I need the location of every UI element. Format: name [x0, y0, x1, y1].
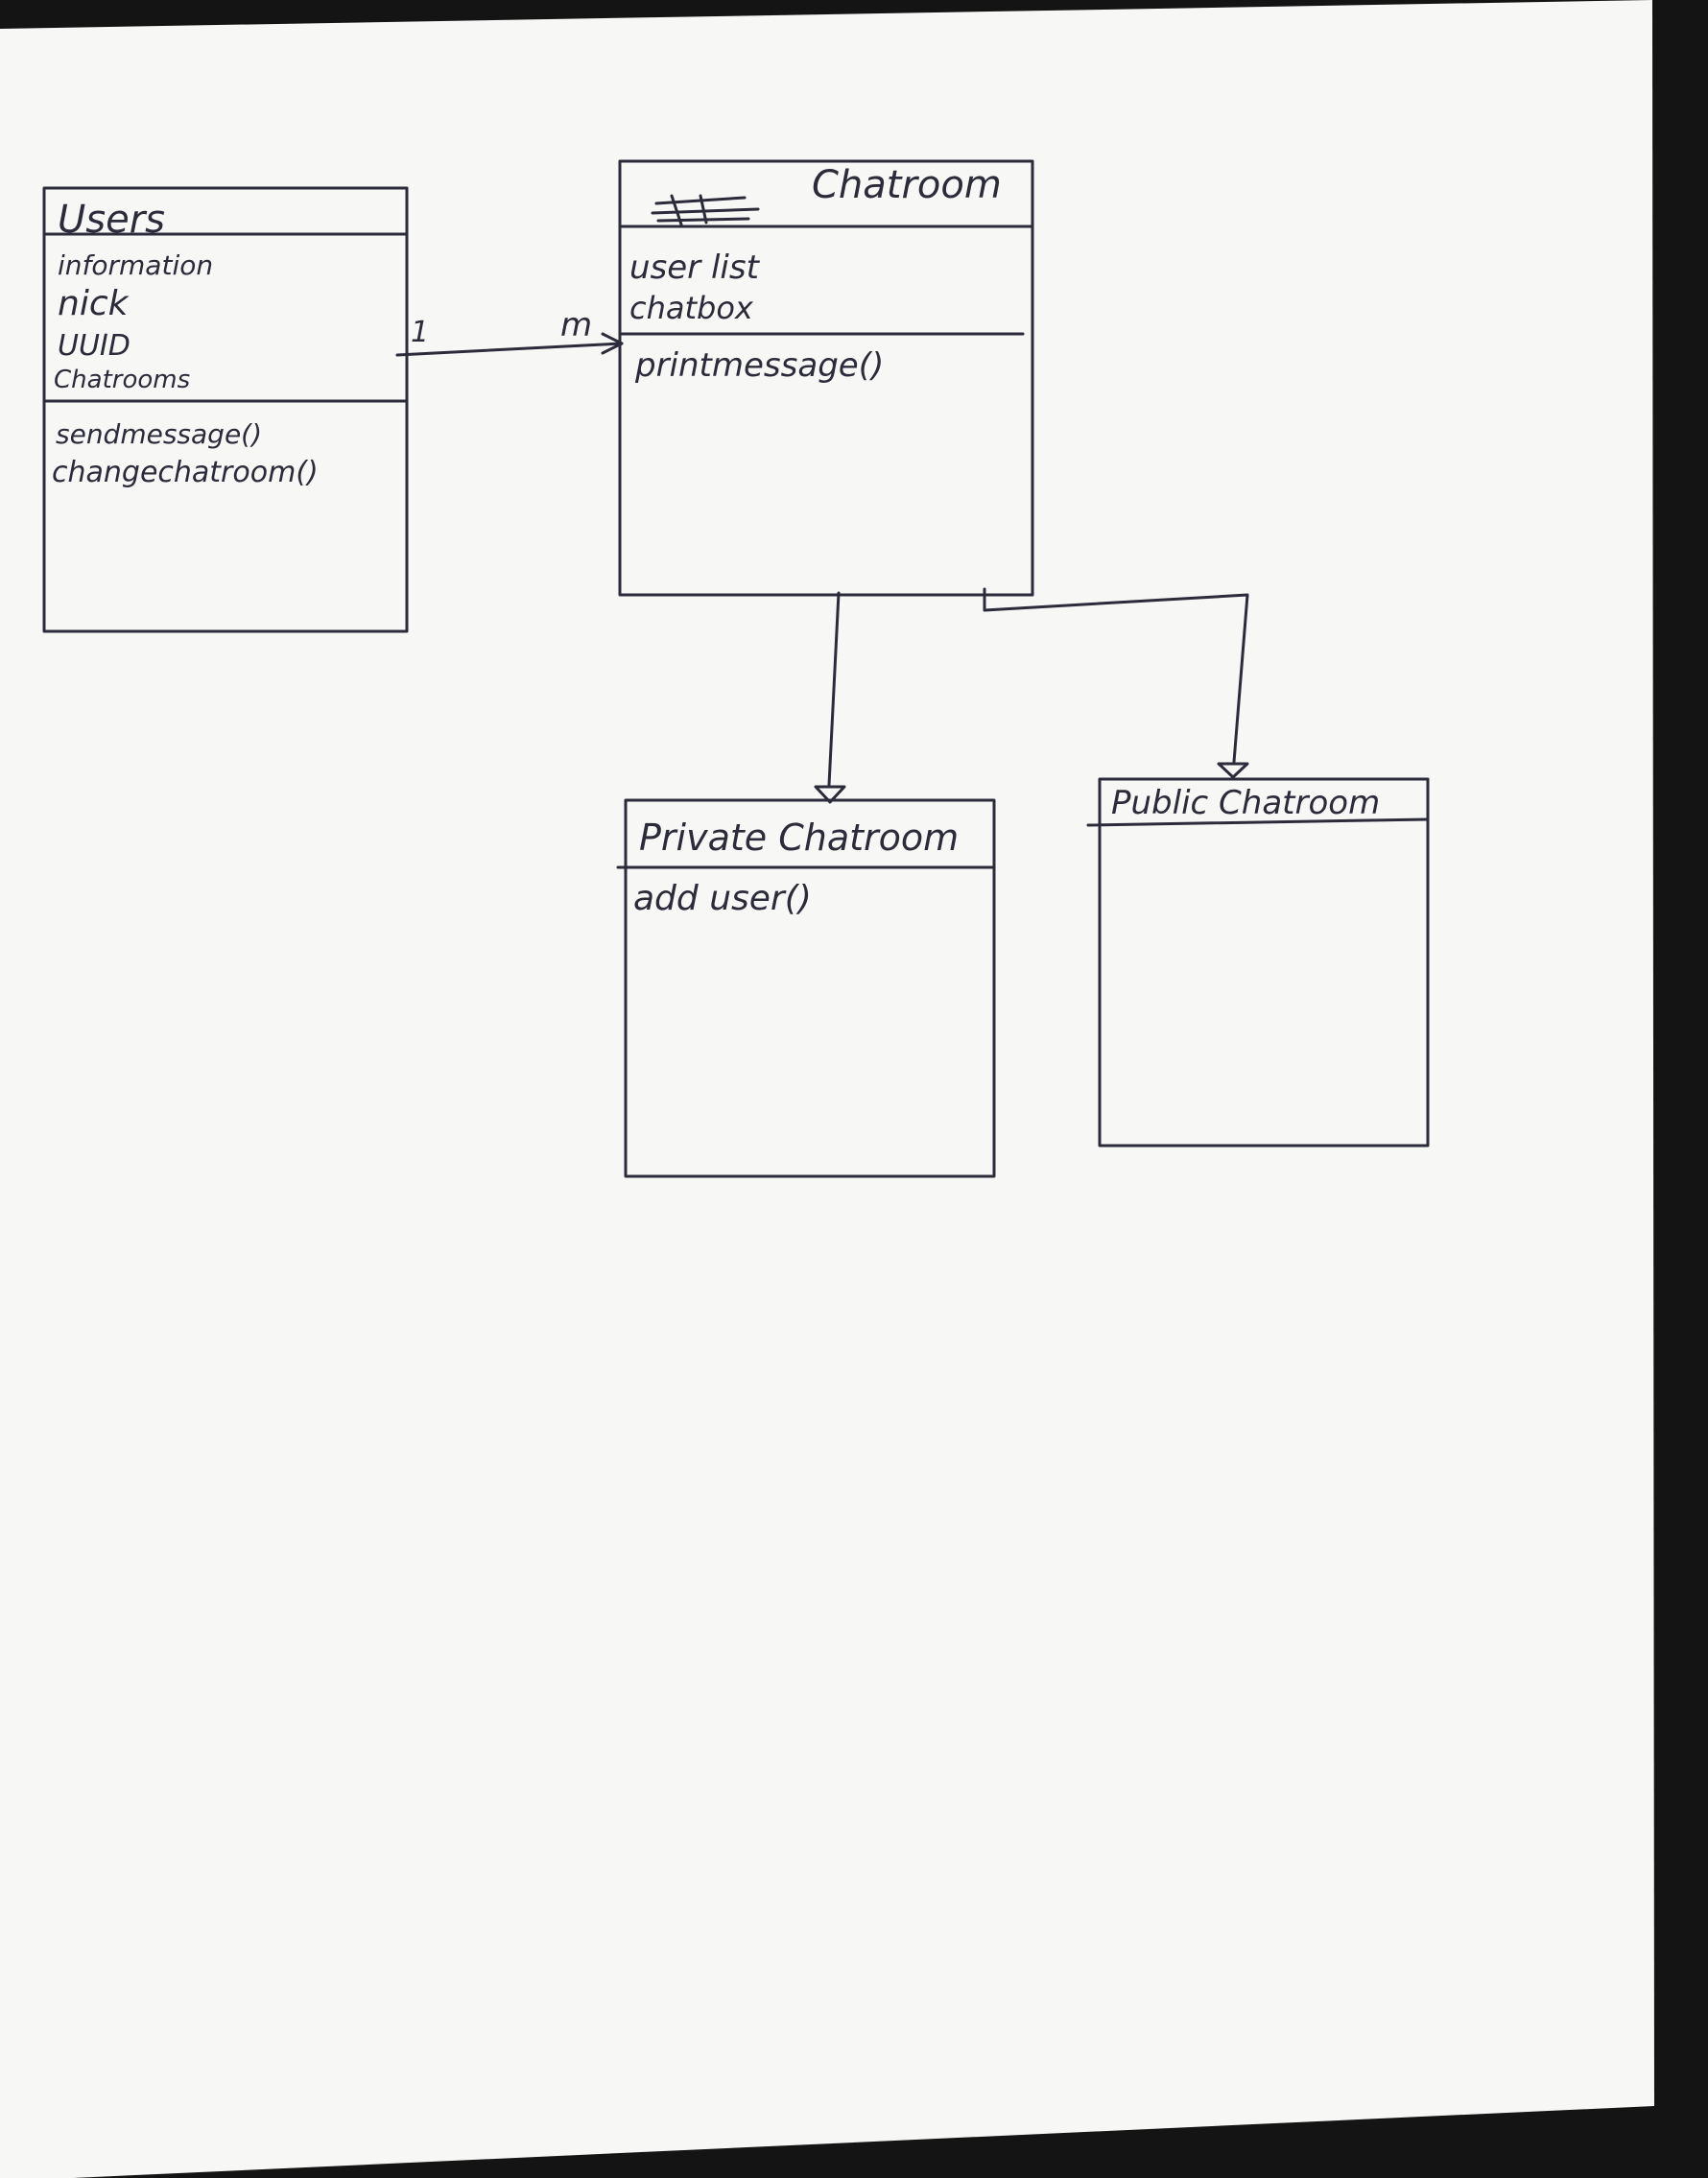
- chatroom-method-printmessage: printmessage(): [634, 346, 884, 385]
- scribble-mark: [651, 194, 760, 226]
- generalization-public-triangle: [1217, 762, 1249, 779]
- users-class: Users information nick UUID Chatrooms se…: [42, 186, 409, 633]
- users-method-sendmessage: sendmessage(): [56, 418, 262, 450]
- association-line: [395, 342, 624, 357]
- association-to-multiplicity: m: [560, 306, 592, 344]
- public-chatroom-class: Public Chatroom: [1086, 777, 1430, 1148]
- users-attr-nick: nick: [58, 284, 130, 323]
- generalization-public: [983, 587, 1249, 779]
- chatroom-class-name: Chatroom: [812, 163, 1002, 207]
- association-users-chatroom: 1 m: [395, 306, 624, 357]
- private-chatroom-class-box: [624, 798, 996, 1178]
- public-chatroom-class-name: Public Chatroom: [1111, 784, 1380, 822]
- generalization-public-line: [983, 587, 1249, 764]
- association-arrowhead: [601, 332, 624, 355]
- users-attr-chatrooms: Chatrooms: [54, 366, 190, 394]
- generalization-private: [814, 591, 846, 804]
- public-chatroom-name-divider: [1086, 817, 1430, 827]
- users-attr-uuid: UUID: [58, 329, 130, 363]
- chatroom-class-box: [618, 159, 1034, 597]
- users-class-box: [42, 186, 409, 633]
- public-chatroom-class-box: [1098, 777, 1430, 1148]
- private-chatroom-method-add-user: add user(): [633, 879, 812, 918]
- users-class-name: Users: [58, 198, 165, 242]
- generalization-private-triangle: [814, 785, 846, 804]
- association-from-multiplicity: 1: [411, 316, 429, 349]
- users-attr-information: information: [58, 249, 213, 281]
- private-chatroom-class: Private Chatroom add user(): [616, 798, 996, 1178]
- chatroom-attr-user-list: user list: [629, 249, 761, 287]
- private-chatroom-class-name: Private Chatroom: [639, 817, 959, 859]
- chatroom-class: Chatroom user list chatbox printmessage(…: [618, 159, 1034, 597]
- paper-sheet: [0, 0, 1654, 2178]
- generalization-private-line: [827, 591, 841, 787]
- users-method-changechatroom: changechatroom(): [52, 456, 319, 489]
- chatroom-attr-chatbox: chatbox: [629, 290, 754, 326]
